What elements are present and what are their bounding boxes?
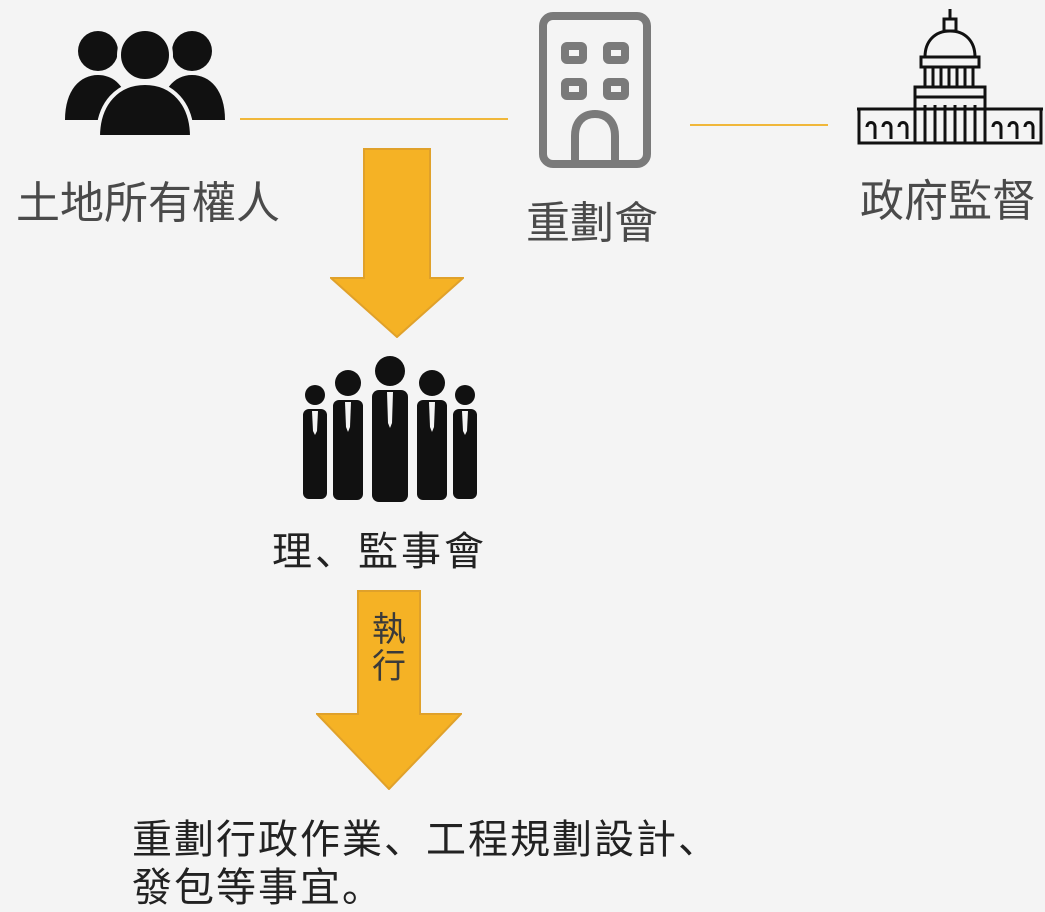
owners-label: 土地所有權人 [16,178,280,229]
down-arrow-owners-to-board [330,148,464,338]
tasks-description: 重劃行政作業、工程規劃設計、 發包等事宜。 [132,816,732,912]
board-label: 理、監事會 [272,529,487,575]
business-team-icon [303,356,477,502]
execute-char-1: 執 [372,610,406,650]
office-building-icon [539,12,651,168]
capitol-building-icon [857,9,1043,145]
connector-line-owners-association [240,118,508,120]
association-label: 重劃會 [526,198,658,249]
people-group-icon [65,27,225,139]
execute-char-2: 行 [372,647,406,688]
connector-line-association-government [690,124,828,126]
tasks-line-1: 重劃行政作業、工程規劃設計、 [132,817,720,863]
down-arrow-execute [316,590,462,790]
government-label: 政府監督 [860,176,1036,227]
tasks-line-2: 發包等事宜。 [132,865,384,911]
execute-label: 執 行 [364,610,414,688]
